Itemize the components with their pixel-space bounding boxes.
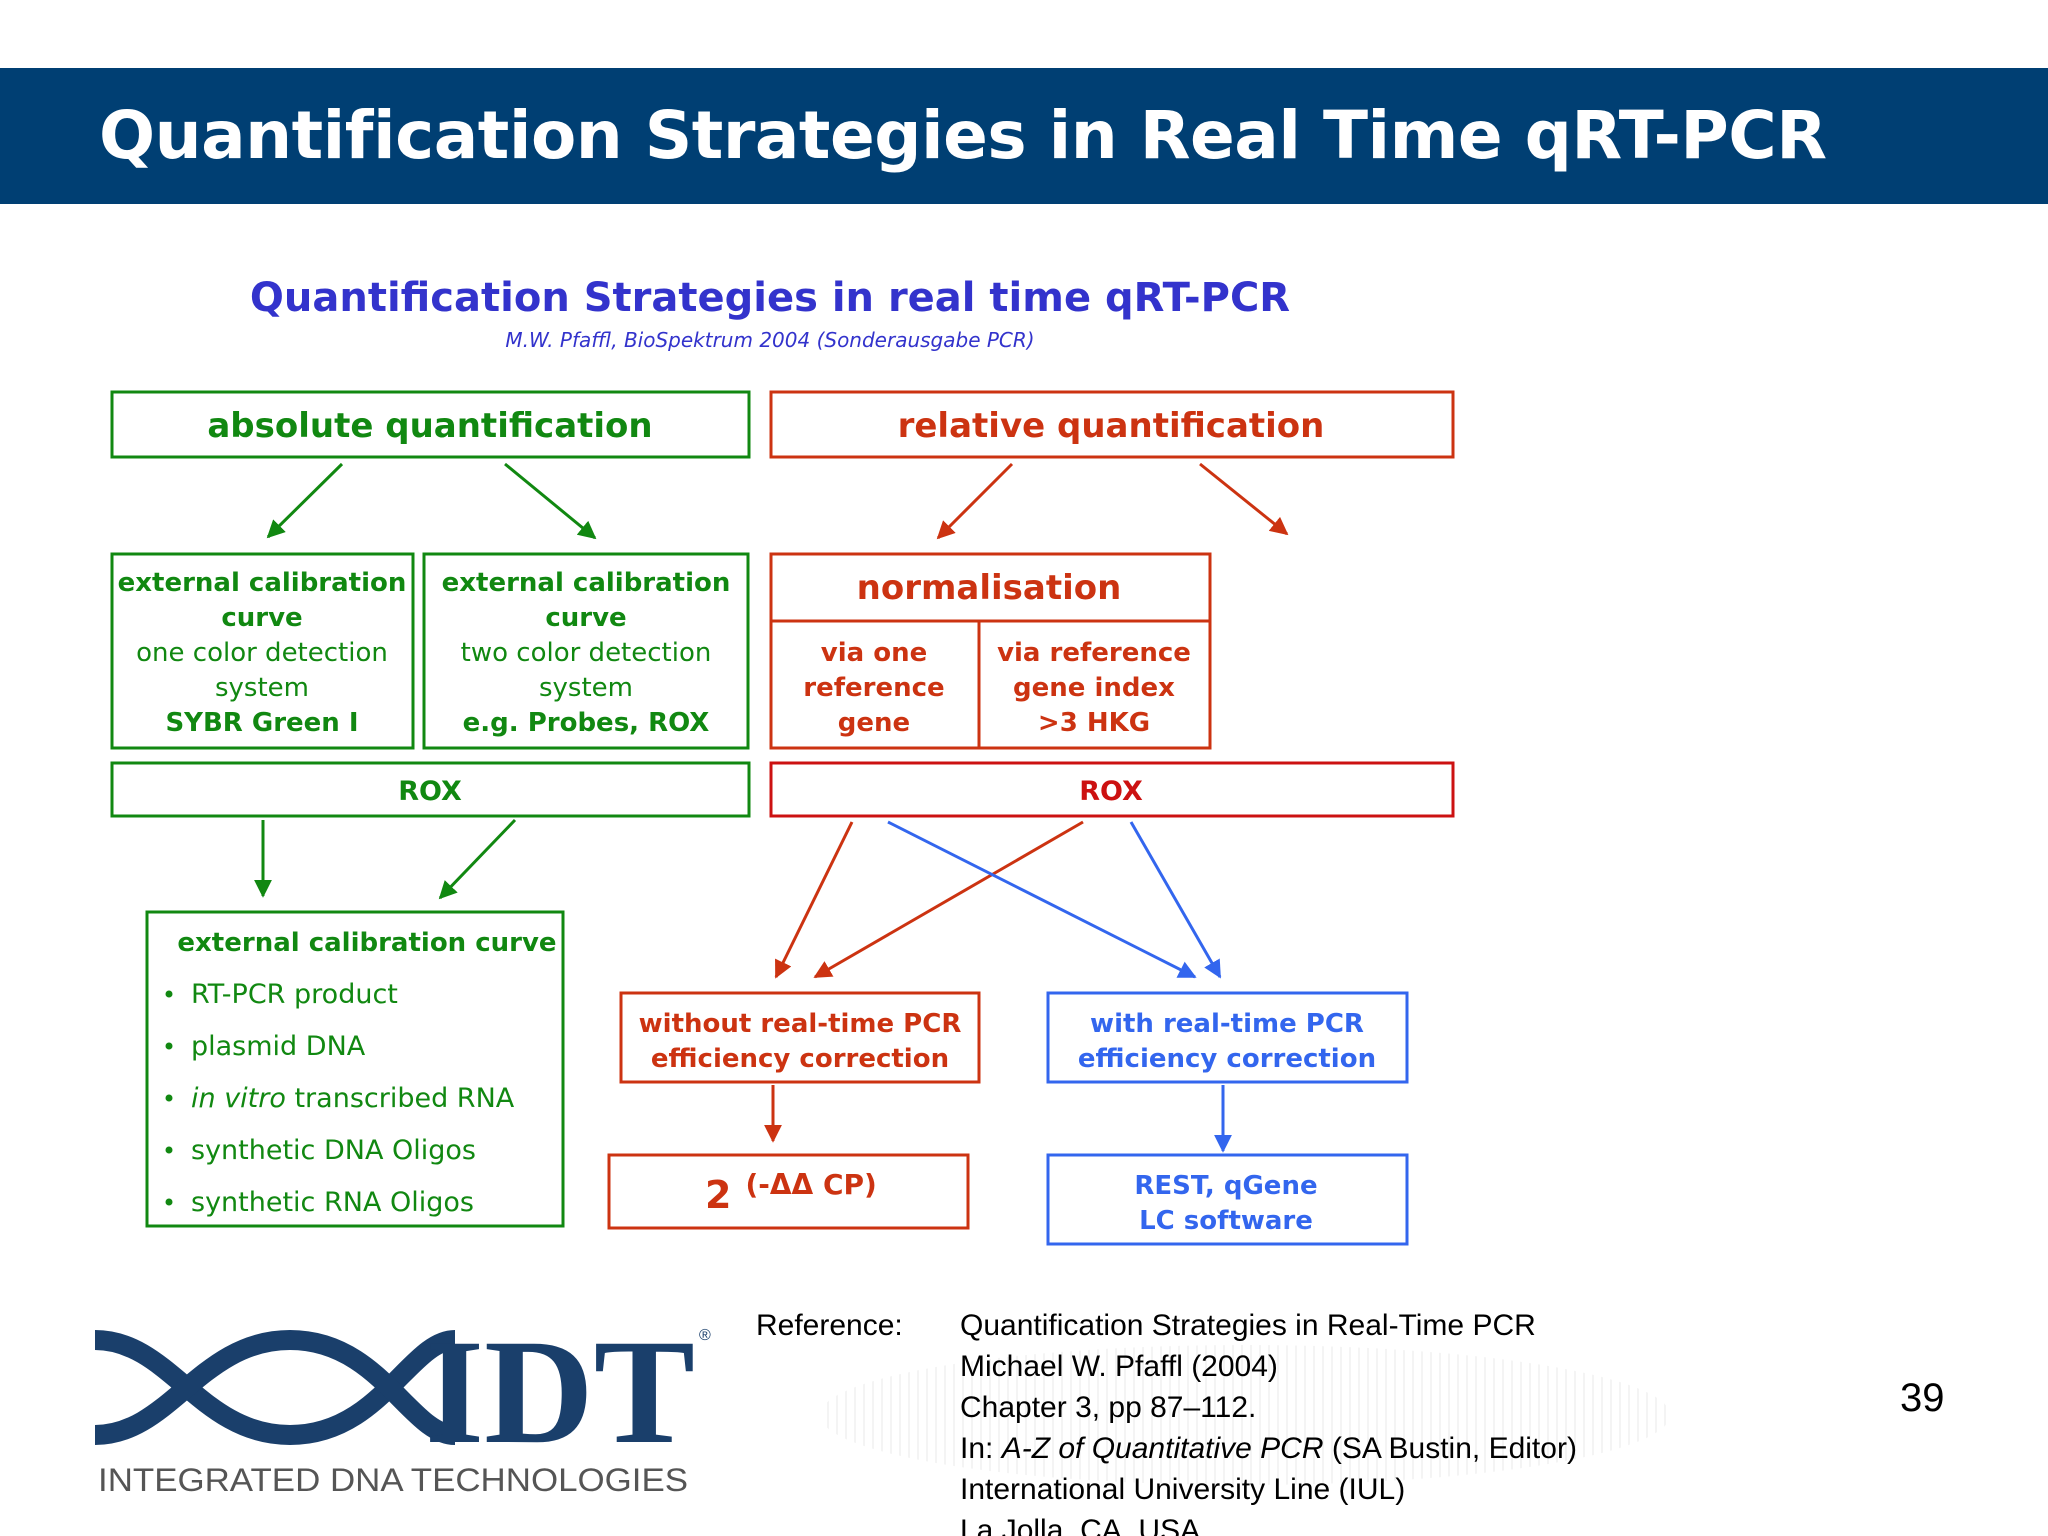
two-color-line1: external calibration xyxy=(442,568,731,598)
relative-quantification-label: relative quantification xyxy=(898,406,1325,446)
diagram-citation: M.W. Pfaffl, BioSpektrum 2004 (Sonderaus… xyxy=(505,328,1034,352)
relative-quantification-box xyxy=(769,390,1455,459)
bullet xyxy=(165,1146,173,1154)
rox-absolute-label: ROX xyxy=(398,776,462,807)
rox-relative-label: ROX xyxy=(1079,776,1143,807)
reference-line: Chapter 3, pp 87–112. xyxy=(960,1391,1257,1424)
one-color-line2: curve xyxy=(221,603,302,633)
reference-line: Michael W. Pfaffl (2004) xyxy=(960,1350,1278,1383)
reference-line: Quantification Strategies in Real-Time P… xyxy=(960,1309,1536,1342)
reference-line: La Jolla, CA, USA xyxy=(960,1514,1201,1536)
calibration-item-in-vitro-rest: transcribed RNA xyxy=(286,1083,515,1114)
arrow-rox-to-without-2 xyxy=(813,820,1084,979)
with-line2: efficiency correction xyxy=(1078,1044,1376,1074)
calibration-item-synthetic-rna: synthetic RNA Oligos xyxy=(191,1187,474,1218)
arrow-rox-to-with-2 xyxy=(1129,821,1222,979)
one-color-line4: system xyxy=(215,673,309,703)
external-calibration-curve-box xyxy=(145,910,565,1228)
software-line2: LC software xyxy=(1139,1206,1313,1236)
software-line1: REST, qGene xyxy=(1134,1171,1317,1201)
without-line2: efficiency correction xyxy=(651,1044,949,1074)
header-bar xyxy=(0,68,2048,204)
normalisation-box xyxy=(769,552,1212,750)
calibration-heading: external calibration curve xyxy=(177,928,556,958)
calibration-item-in-vitro-italic: in vitro xyxy=(191,1083,286,1114)
one-color-line1: external calibration xyxy=(118,568,407,598)
arrow-absolute-to-one-color xyxy=(266,462,344,539)
reference-label: Reference: xyxy=(756,1309,903,1342)
slide-title: Quantification Strategies in Real Time q… xyxy=(99,97,1827,174)
bullet xyxy=(165,990,173,998)
one-color-detection-box xyxy=(110,552,415,750)
arrow-relative-right xyxy=(1199,462,1289,536)
two-color-line4: system xyxy=(539,673,633,703)
bullet xyxy=(165,1042,173,1050)
arrow-absolute-to-two-color xyxy=(504,462,597,540)
logo-letters: IDT xyxy=(425,1310,695,1475)
flow-diagram: Quantification Strategies in real time q… xyxy=(110,275,1455,1246)
via-one-line3: gene xyxy=(838,708,910,738)
calibration-item-in-vitro-rna: in vitro transcribed RNA xyxy=(191,1083,515,1114)
software-box xyxy=(1046,1153,1409,1246)
reference-line: International University Line (IUL) xyxy=(960,1473,1406,1506)
logo-registered-mark: ® xyxy=(699,1327,711,1344)
rox-absolute-box xyxy=(110,761,751,818)
arrow-rox-to-with-1 xyxy=(887,820,1197,979)
calibration-item-plasmid-dna: plasmid DNA xyxy=(191,1031,366,1062)
bullet xyxy=(165,1094,173,1102)
via-index-line2: gene index xyxy=(1013,673,1175,703)
via-one-line1: via one xyxy=(821,638,927,668)
without-line1: without real-time PCR xyxy=(639,1009,962,1039)
bullet xyxy=(165,1198,173,1206)
normalisation-label: normalisation xyxy=(857,568,1122,608)
logo-tagline: INTEGRATED DNA TECHNOLOGIES xyxy=(98,1462,688,1498)
one-color-line5: SYBR Green I xyxy=(165,708,358,738)
calibration-item-rt-pcr-product: RT-PCR product xyxy=(191,979,398,1010)
two-color-line5: e.g. Probes, ROX xyxy=(463,708,710,738)
one-color-line3: one color detection xyxy=(136,638,388,668)
without-efficiency-box xyxy=(619,991,981,1084)
idt-logo: IDT ® INTEGRATED DNA TECHNOLOGIES xyxy=(94,1310,711,1498)
with-line1: with real-time PCR xyxy=(1090,1009,1364,1039)
reference-text: Quantification Strategies in Real-Time P… xyxy=(960,1305,1680,1536)
dna-watermark-band xyxy=(820,1345,1670,1485)
via-index-line1: via reference xyxy=(997,638,1191,668)
dna-helix-icon xyxy=(94,1330,457,1446)
absolute-quantification-label: absolute quantification xyxy=(207,406,652,446)
calibration-item-synthetic-dna: synthetic DNA Oligos xyxy=(191,1135,476,1166)
arrow-rox-to-without-1 xyxy=(774,821,854,979)
via-index-line3: >3 HKG xyxy=(1038,708,1150,738)
dna-helix-icon xyxy=(94,1329,457,1445)
formula-base: 2 xyxy=(705,1173,731,1217)
with-efficiency-box xyxy=(1046,991,1409,1084)
absolute-quantification-box xyxy=(110,390,751,459)
diagram-title: Quantification Strategies in real time q… xyxy=(250,275,1290,321)
two-color-detection-box xyxy=(422,552,750,750)
two-color-line3: two color detection xyxy=(461,638,712,668)
formula-box xyxy=(607,1153,970,1230)
formula-text: 2 (-ΔΔ CP) xyxy=(705,1168,877,1217)
formula-exponent: (-ΔΔ CP) xyxy=(745,1168,876,1201)
two-color-line2: curve xyxy=(545,603,626,633)
reference-line: In: A-Z of Quantitative PCR (SA Bustin, … xyxy=(960,1432,1577,1465)
via-one-line2: reference xyxy=(803,673,944,703)
page-number: 39 xyxy=(1900,1376,1945,1420)
arrow-rox-to-calibration-right xyxy=(438,818,517,900)
rox-relative-box xyxy=(769,761,1455,818)
arrow-relative-to-normalisation xyxy=(936,462,1014,540)
